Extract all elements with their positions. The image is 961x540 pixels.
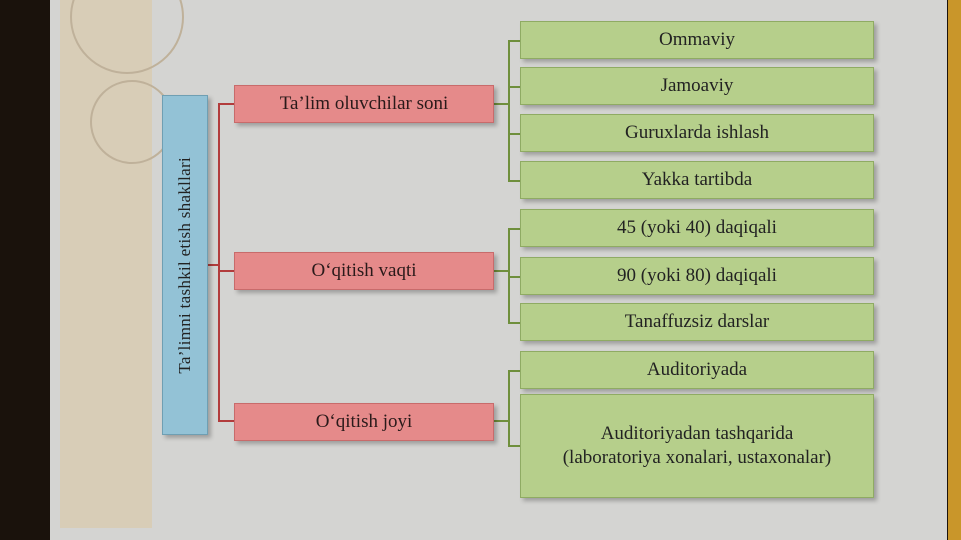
item-connector-stub-3 [494,420,508,422]
item-connector [508,86,520,88]
category-label: Ta’lim oluvchilar soni [279,93,449,114]
item-label: Guruxlarda ishlash [624,122,770,143]
item-label: Tanaffuzsiz darslar [624,311,770,332]
item-node: Tanaffuzsiz darslar [520,303,874,341]
item-connector [508,322,520,324]
item-connector [508,276,520,278]
item-label: Auditoriyada [646,359,748,380]
category-node-teaching-place: O‘qitish joyi [234,403,494,441]
item-connector-spine-3 [508,370,510,446]
item-connector [508,180,520,182]
item-node: Ommaviy [520,21,874,59]
category-connector-3 [218,420,234,422]
category-connector-2 [218,270,234,272]
item-label: Ommaviy [659,29,735,50]
item-connector-stub-1 [494,103,508,105]
item-label: Yakka tartibda [641,169,753,190]
item-connector [508,370,520,372]
item-connector-stub-2 [494,270,508,272]
item-label: 90 (yoki 80) daqiqali [617,265,777,286]
item-node: 90 (yoki 80) daqiqali [520,257,874,295]
category-connector-1 [218,103,234,105]
item-label: Jamoaviy [660,75,734,96]
item-node: Auditoriyada [520,351,874,389]
item-label: Auditoriyadan tashqarida (laboratoriya x… [562,423,832,468]
item-node: Auditoriyadan tashqarida (laboratoriya x… [520,394,874,498]
item-label: 45 (yoki 40) daqiqali [617,217,777,238]
item-node: Guruxlarda ishlash [520,114,874,152]
item-connector [508,133,520,135]
item-node: Yakka tartibda [520,161,874,199]
category-label: O‘qitish joyi [315,411,413,432]
item-connector-spine-1 [508,40,510,181]
item-connector [508,228,520,230]
item-node: Jamoaviy [520,67,874,105]
root-node-label: Ta’limni tashkil etish shakllari [175,156,194,374]
root-connector-stub [208,264,220,266]
root-connector-vertical [218,103,220,421]
item-node: 45 (yoki 40) daqiqali [520,209,874,247]
item-connector-spine-2 [508,228,510,323]
category-node-learner-count: Ta’lim oluvchilar soni [234,85,494,123]
item-connector [508,40,520,42]
category-node-teaching-time: O‘qitish vaqti [234,252,494,290]
decorative-side-strip [60,0,184,528]
item-connector [508,445,520,447]
root-node: Ta’limni tashkil etish shakllari [162,95,208,435]
gold-border-strip [948,0,961,540]
category-label: O‘qitish vaqti [311,260,417,281]
